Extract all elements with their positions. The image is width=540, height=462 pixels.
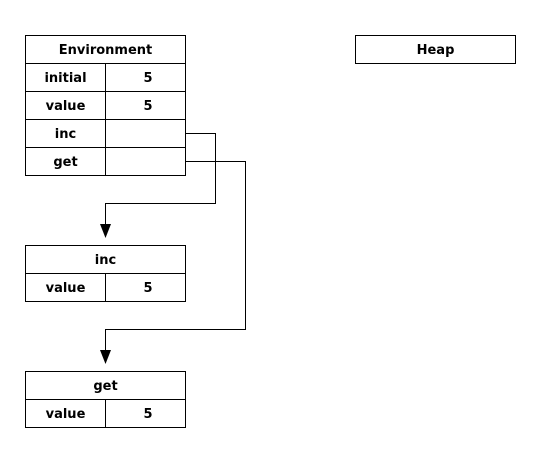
environment-row-name: initial — [44, 71, 86, 86]
pointer-line-inc — [105, 133, 216, 226]
environment-title: Environment — [59, 43, 153, 58]
environment-row-initial: initial 5 — [25, 63, 186, 92]
environment-row-name: value — [46, 99, 86, 114]
pointer-arrow-inc — [100, 133, 216, 238]
frame-row-value: 5 — [143, 281, 152, 296]
frame-row-name: value — [46, 281, 86, 296]
environment-row-name: get — [53, 155, 77, 170]
arrowhead-icon — [100, 350, 111, 364]
frame-header-cell — [25, 371, 186, 400]
frame-inc: inc value 5 — [25, 245, 186, 302]
pointer-arrow-get — [100, 161, 246, 364]
heap-box: Heap — [355, 35, 516, 64]
frame-title: inc — [95, 253, 116, 268]
environment-row-get: get — [25, 147, 186, 176]
frame-header-cell — [25, 245, 186, 274]
frame-name-cell — [25, 399, 106, 428]
environment-row-inc: inc — [25, 119, 186, 148]
pointer-line-get — [105, 161, 246, 352]
heap-title: Heap — [417, 43, 455, 58]
frame-value-cell — [105, 273, 186, 302]
frame-row-name: value — [46, 407, 86, 422]
heap-header-cell — [355, 35, 516, 64]
frame-value-cell — [105, 399, 186, 428]
environment-name-cell — [25, 63, 106, 92]
environment-name-cell — [25, 147, 106, 176]
frame-name-cell — [25, 273, 106, 302]
frame-title: get — [93, 379, 117, 394]
frame-get: get value 5 — [25, 371, 186, 428]
environment-value-cell — [105, 147, 186, 176]
frame-row-value: 5 — [143, 407, 152, 422]
environment-row-value: 5 — [143, 99, 152, 114]
environment-row-value: value 5 — [25, 91, 186, 120]
environment-value-cell — [105, 119, 186, 148]
environment-header-cell — [25, 35, 186, 64]
environment-name-cell — [25, 119, 106, 148]
arrowhead-icon — [100, 224, 111, 238]
environment-row-name: inc — [55, 127, 76, 142]
environment-row-value: 5 — [143, 71, 152, 86]
environment-table: Environment initial 5 value 5 inc get — [25, 35, 186, 176]
